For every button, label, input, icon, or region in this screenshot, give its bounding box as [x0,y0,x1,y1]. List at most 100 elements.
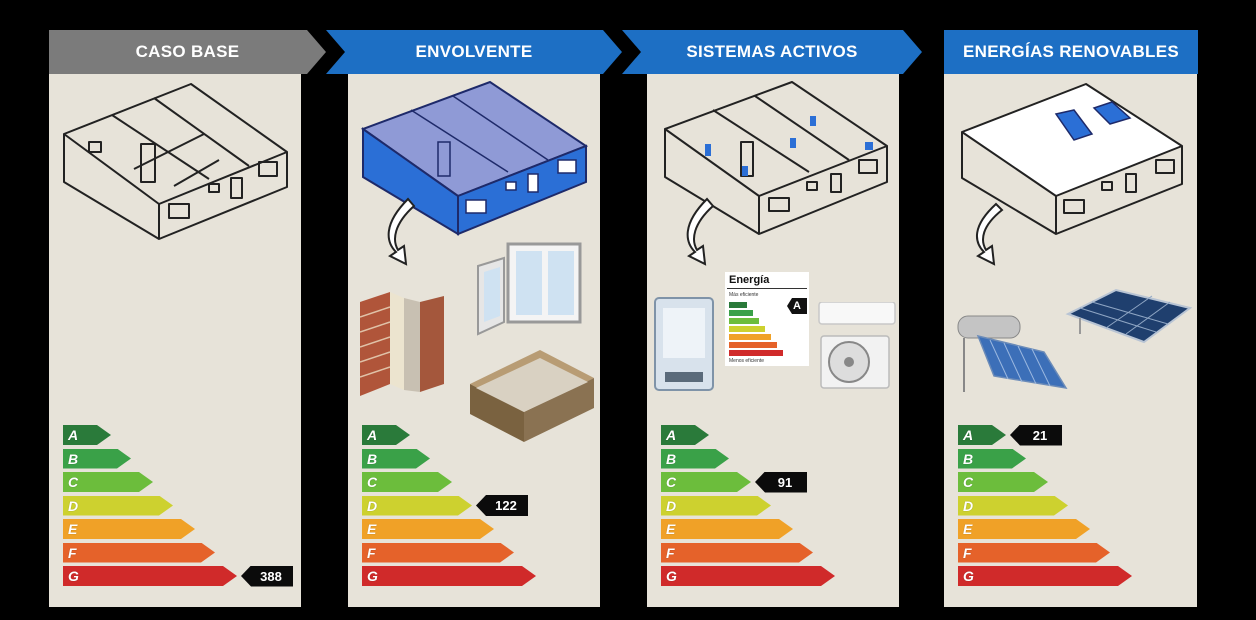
solar-panel-icon [1065,288,1193,344]
window-icon [477,242,582,336]
roof-solar-panels [1054,101,1132,141]
energy-class-bar-a: A [958,425,1006,445]
energy-class-letter: B [367,450,378,467]
arrow-down-icon [387,197,416,266]
energy-label-high: Más eficiente [729,292,759,298]
energy-label-title: Energía [729,274,770,286]
header-energias-renovables: ENERGÍAS RENOVABLES [944,30,1198,74]
energy-class-bar-b: B [63,449,131,469]
energy-class-letter: C [367,474,378,490]
energy-class-letter: A [68,427,79,443]
header-sistemas-activos: SISTEMAS ACTIVOS [622,30,922,74]
house-insulated-icon [360,80,589,266]
panel-title: SISTEMAS ACTIVOS [686,42,858,61]
energy-class-letter: F [68,544,77,561]
energy-class-letter: D [68,497,79,514]
energy-class-bar-e: E [958,519,1090,539]
energy-class-bar-c: C [661,472,751,492]
energy-class-bar-e: E [63,519,195,539]
energy-class-letter: B [68,450,79,467]
energy-class-bar-f: F [63,543,215,563]
energy-class-letter: E [666,521,676,537]
energy-class-bar-c: C [63,472,153,492]
energy-label-bar [729,350,783,356]
energy-class-letter: C [963,474,974,490]
panel-sistemas-activos: Energía Más eficiente Menos eficiente A … [647,74,899,607]
energy-class-bar-a: A [63,425,111,445]
energy-class-letter: G [367,568,378,584]
energy-label-class: A [787,298,807,314]
energy-class-letter: A [367,427,378,443]
energy-class-bar-d: D [362,496,472,516]
energy-class-bar-f: F [661,543,813,563]
solar-thermal-icon [957,315,1068,392]
energy-class-bar-f: F [362,543,514,563]
energy-label-bar [729,342,777,348]
energy-class-bar-b: B [661,449,729,469]
energy-label-bar [729,318,759,324]
air-conditioner-icon [818,302,896,389]
energy-class-letter: C [68,474,79,490]
house-renewables-icon [961,83,1183,266]
header-arrow-shape [944,30,1198,74]
energy-class-bar-c: C [362,472,452,492]
energy-class-letter: G [666,568,677,584]
energy-label-bar [729,334,771,340]
energy-class-bar-g: G [63,566,237,586]
energy-class-letter: A [666,427,677,443]
energy-class-bar-d: D [958,496,1068,516]
energy-label-divider [727,288,807,289]
panel-title: ENVOLVENTE [415,42,533,61]
energy-label-bar [729,326,765,332]
house-sketch-icon [63,83,288,240]
panel-title: CASO BASE [135,42,240,61]
panel-title: ENERGÍAS RENOVABLES [962,42,1180,61]
energy-class-letter: F [666,544,675,561]
energy-class-letter: B [963,450,974,467]
energy-label-low: Menos eficiente [729,358,765,364]
energy-rating-indicator: 91 [755,471,807,493]
energy-class-bar-g: G [958,566,1132,586]
header-arrow-shape [622,30,922,74]
header-arrow-shape [49,30,326,74]
energy-label-bar [729,302,747,308]
energy-label-icon: Energía Más eficiente Menos eficiente A [725,272,809,366]
energy-class-bar-b: B [362,449,430,469]
energy-class-letter: A [963,427,974,443]
insulation-icon [360,292,444,396]
floor-icon [470,350,594,442]
energy-class-letter: E [68,521,78,537]
energy-class-bar-g: G [661,566,835,586]
energy-class-letter: D [666,497,677,514]
energy-class-letter: F [963,544,972,561]
energy-class-bar-g: G [362,566,536,586]
energy-class-bar-d: D [661,496,771,516]
energy-class-bar-d: D [63,496,173,516]
energy-class-bar-b: B [958,449,1026,469]
energy-class-bar-a: A [661,425,709,445]
energy-class-letter: G [963,568,974,584]
energy-rating-indicator: 122 [476,495,528,516]
header-arrow-shape [326,30,622,74]
energy-class-letter: C [666,474,677,490]
energy-rating-indicator: 21 [1010,424,1062,446]
arrow-down-icon [686,197,715,266]
energy-class-bar-f: F [958,543,1110,563]
energy-class-letter: E [367,521,377,537]
boiler-icon [654,297,714,391]
header-envolvente: ENVOLVENTE [326,30,622,74]
energy-rating-indicator: 388 [241,565,293,587]
energy-class-bar-c: C [958,472,1048,492]
house-systems-icon [664,81,888,266]
energy-class-letter: E [963,521,973,537]
arrow-down-icon [976,202,1004,266]
energy-class-bar-e: E [661,519,793,539]
energy-class-letter: D [963,497,974,514]
energy-class-letter: F [367,544,376,561]
energy-class-letter: D [367,497,378,514]
energy-label-bar [729,310,753,316]
energy-class-letter: G [68,568,79,584]
